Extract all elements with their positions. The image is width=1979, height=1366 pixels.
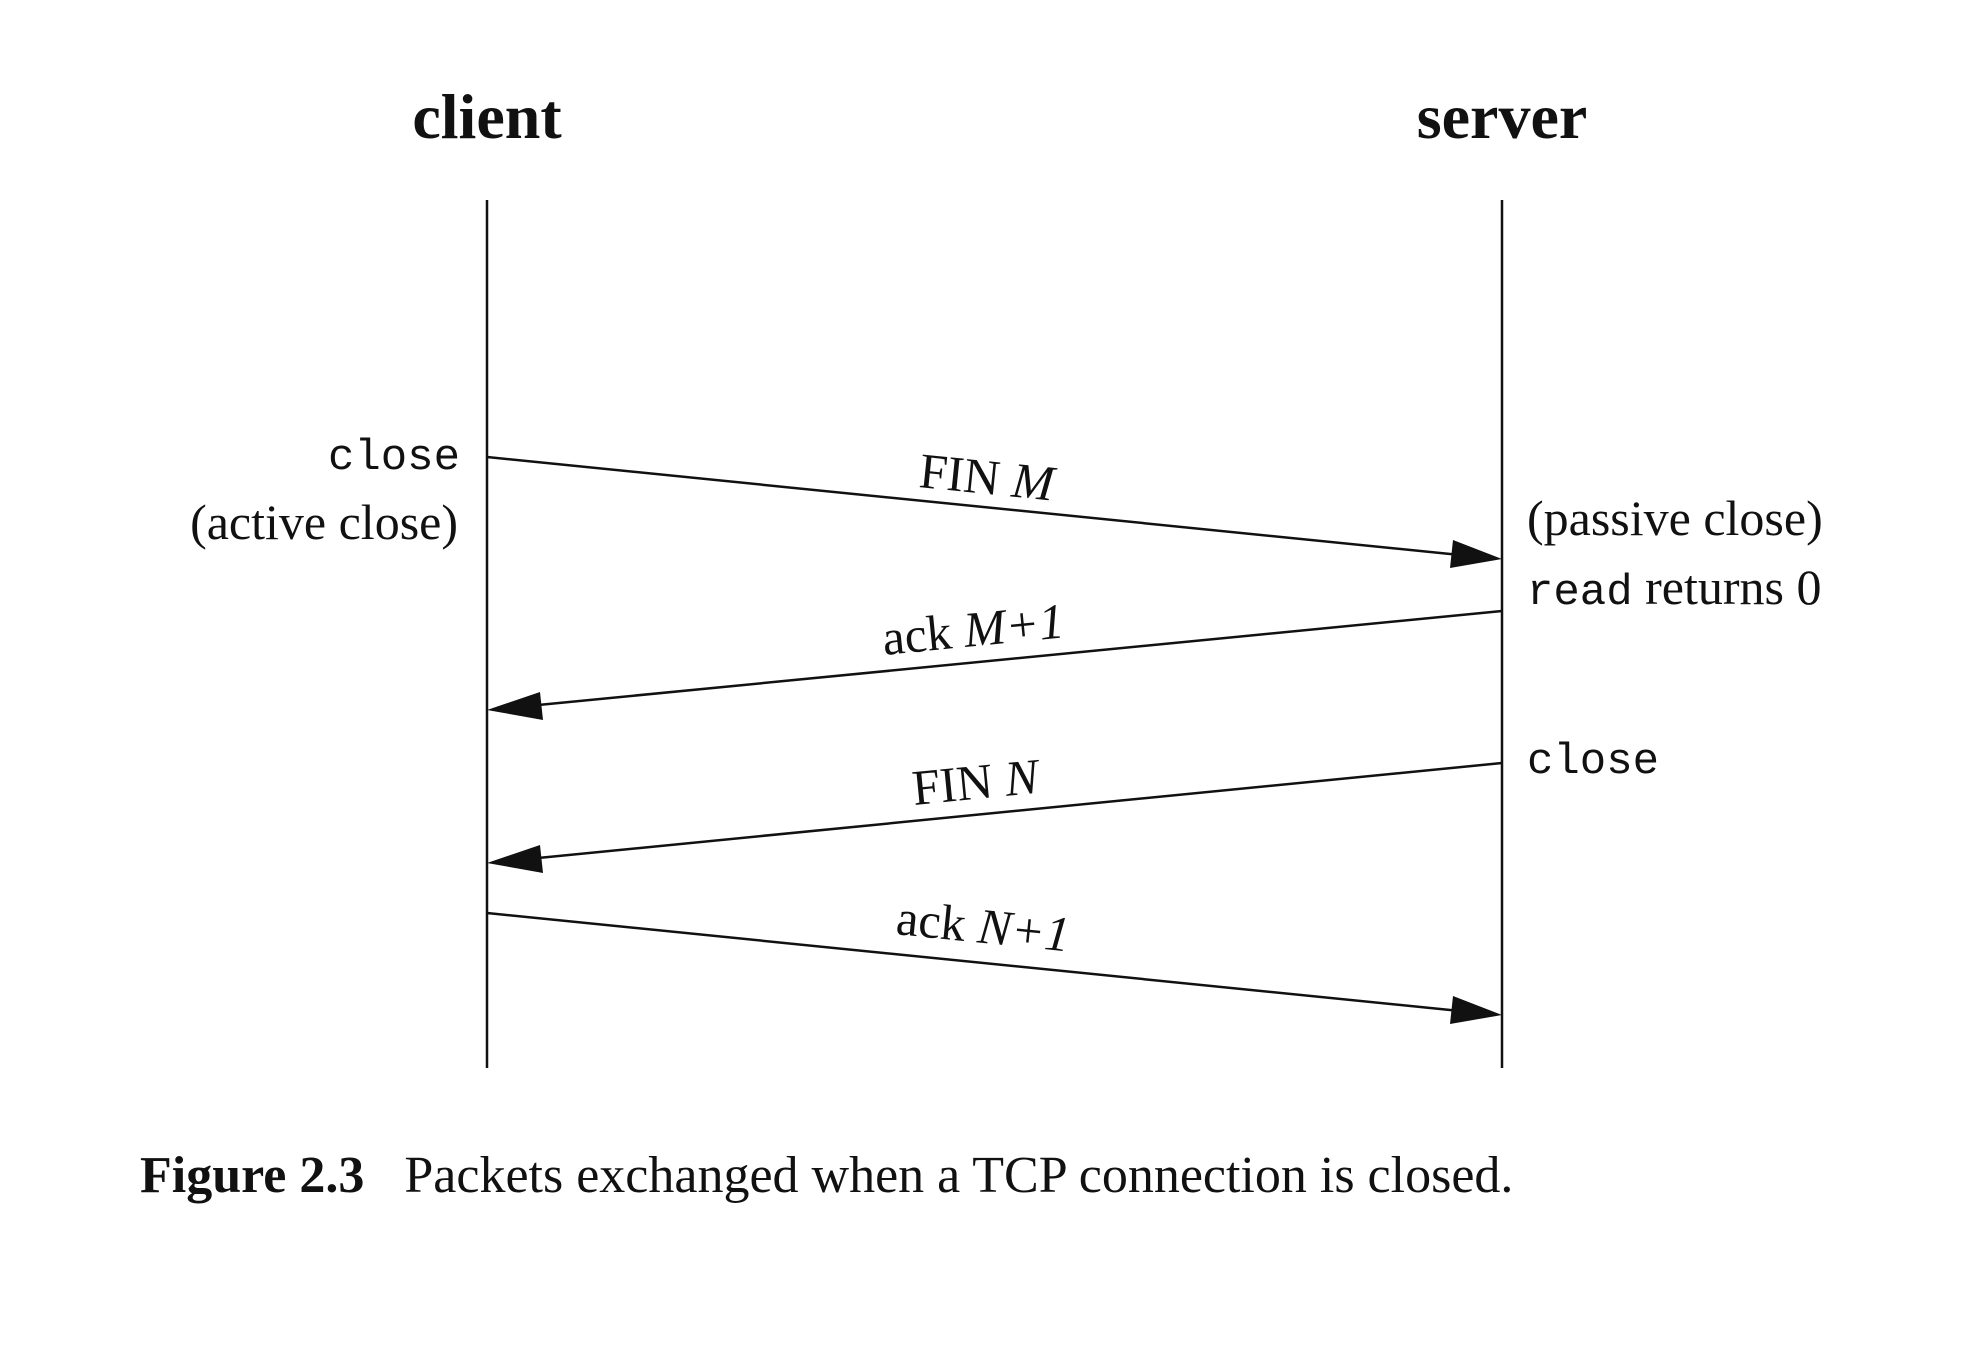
message-fin-n: FIN N — [487, 748, 1503, 873]
arrowhead-icon — [1450, 996, 1502, 1024]
figure-number: Figure 2.3 — [140, 1147, 364, 1204]
fin-n-label: FIN N — [910, 748, 1044, 816]
fin-m-label: FIN M — [917, 442, 1059, 512]
ack-n-plus-1-label: ack N+1 — [894, 889, 1073, 962]
server-header: server — [1417, 81, 1588, 152]
server-close-call: close — [1527, 737, 1659, 787]
message-ack-n-plus-1: ack N+1 — [486, 889, 1502, 1024]
passive-close-label: (passive close) — [1527, 490, 1823, 546]
read-call: read — [1527, 568, 1633, 618]
arrowhead-icon — [487, 845, 543, 873]
ack-m-plus-1-label: ack M+1 — [880, 592, 1067, 666]
figure-caption-text: Packets exchanged when a TCP connection … — [404, 1147, 1513, 1204]
figure-caption: Figure 2.3 Packets exchanged when a TCP c… — [140, 1147, 1513, 1204]
message-ack-m-plus-1: ack M+1 — [487, 592, 1503, 720]
active-close-label: (active close) — [190, 494, 458, 550]
arrowhead-icon — [487, 692, 543, 720]
read-returns-line: read returns 0 — [1527, 559, 1821, 618]
arrowhead-icon — [1450, 540, 1502, 568]
client-header: client — [412, 81, 562, 152]
read-returns-text: returns 0 — [1633, 559, 1822, 615]
message-fin-m: FIN M — [486, 442, 1502, 568]
client-close-call: close — [328, 433, 460, 483]
